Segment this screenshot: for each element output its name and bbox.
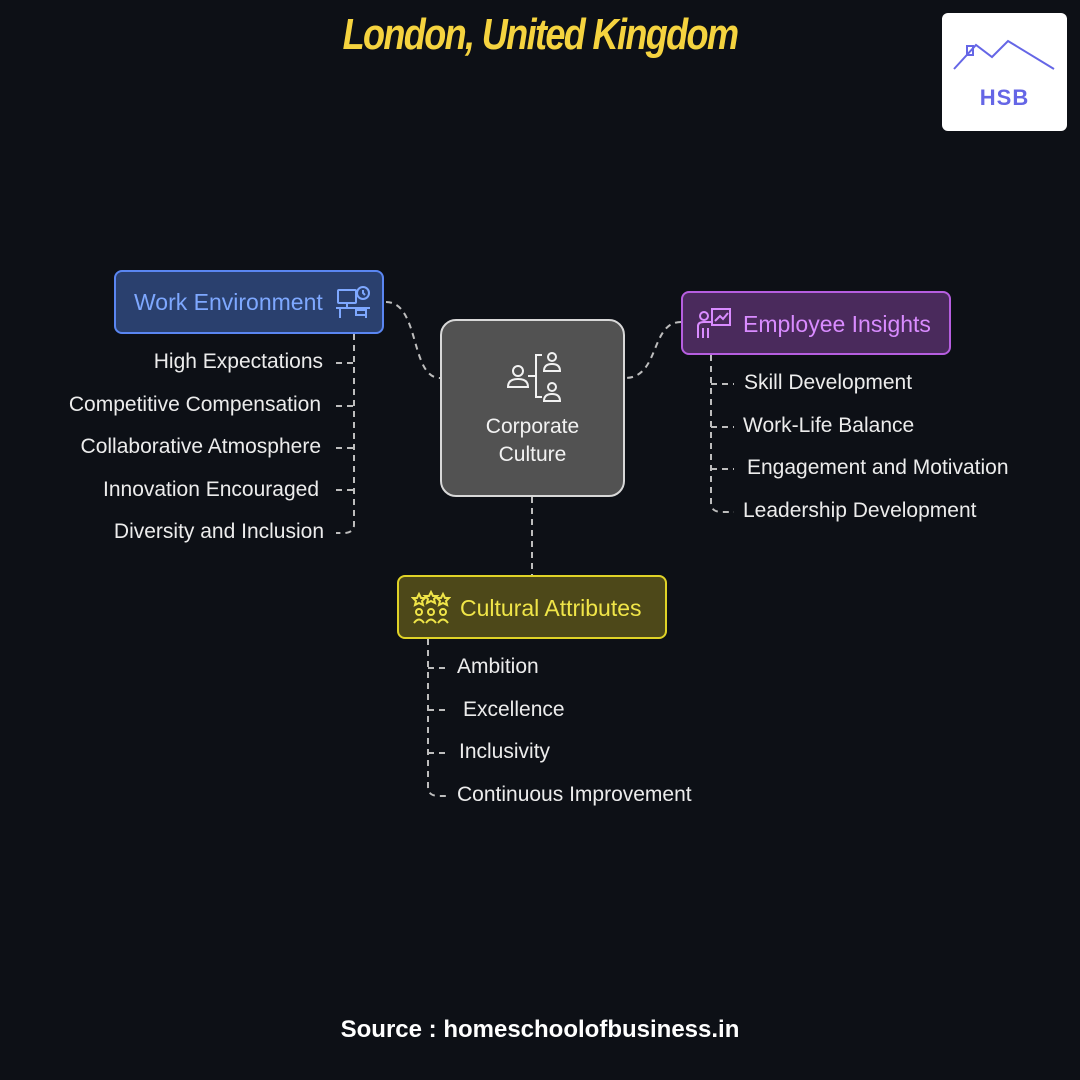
logo-text: HSB — [979, 85, 1030, 110]
list-item: Engagement and Motivation — [747, 456, 1009, 479]
page-title: London, United Kingdom — [342, 10, 739, 59]
corporate-culture-label: Corporate Culture — [485, 415, 580, 466]
list-item: Continuous Improvement — [457, 783, 692, 806]
work-environment-node: Work Environment — [114, 270, 384, 334]
list-item: Diversity and Inclusion — [113, 520, 324, 543]
work-environment-label: Work Environment — [134, 289, 323, 315]
corporate-culture-node: Corporate Culture — [440, 319, 625, 497]
list-item: Skill Development — [744, 371, 913, 394]
presenter-chart-icon — [697, 308, 731, 338]
hsb-logo: HSB — [942, 13, 1067, 131]
list-item: Collaborative Atmosphere — [80, 435, 321, 458]
list-item: Competitive Compensation — [68, 393, 321, 416]
list-item: Excellence — [463, 698, 565, 721]
desk-clock-icon — [336, 286, 370, 318]
list-item: Innovation Encouraged — [103, 478, 319, 501]
list-item: Ambition — [457, 655, 539, 678]
cultural-attributes-label: Cultural Attributes — [460, 595, 642, 621]
employee-insights-label: Employee Insights — [743, 311, 931, 337]
list-item: Work-Life Balance — [743, 414, 915, 437]
source-credit: Source : homeschoolofbusiness.in — [340, 1016, 740, 1043]
org-hierarchy-icon — [506, 352, 562, 402]
team-stars-icon — [411, 590, 451, 624]
house-roof-icon — [953, 39, 1055, 70]
list-item: High Expectations — [153, 350, 323, 373]
cultural-attributes-node: Cultural Attributes — [397, 575, 667, 639]
list-item: Leadership Development — [743, 499, 977, 522]
employee-insights-node: Employee Insights — [681, 291, 951, 355]
list-item: Inclusivity — [459, 740, 551, 763]
